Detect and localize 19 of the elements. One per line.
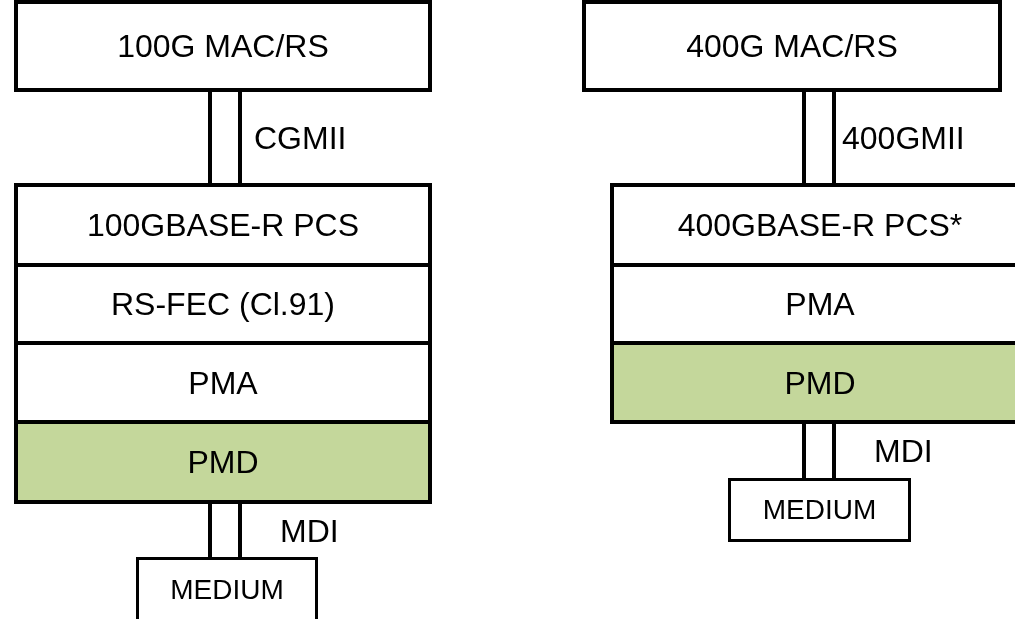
interface-label: MDI [280,514,339,547]
layer-label: PMA [188,363,258,403]
medium-box [136,557,318,619]
layer-box [14,0,432,92]
layer-label: RS-FEC (Cl.91) [111,285,335,324]
medium-box [728,478,911,542]
layer-label: PMD [187,443,259,482]
layer-label: PMD [784,363,856,403]
layer-label: 400G MAC/RS [686,27,898,66]
layer-label: 100GBASE-R PCS [86,206,360,245]
layer-label: MEDIUM [762,493,877,527]
layer-label: 100G MAC/RS [117,27,329,66]
layer-label: MEDIUM [170,573,284,607]
interface-label: 400GMII [842,121,965,154]
interface-label: MDI [874,435,933,467]
layer-label: PMA [785,285,855,324]
interface-label: CGMII [254,121,347,154]
layer-box [582,0,1002,92]
layer-label: 400GBASE-R PCS* [677,206,963,245]
